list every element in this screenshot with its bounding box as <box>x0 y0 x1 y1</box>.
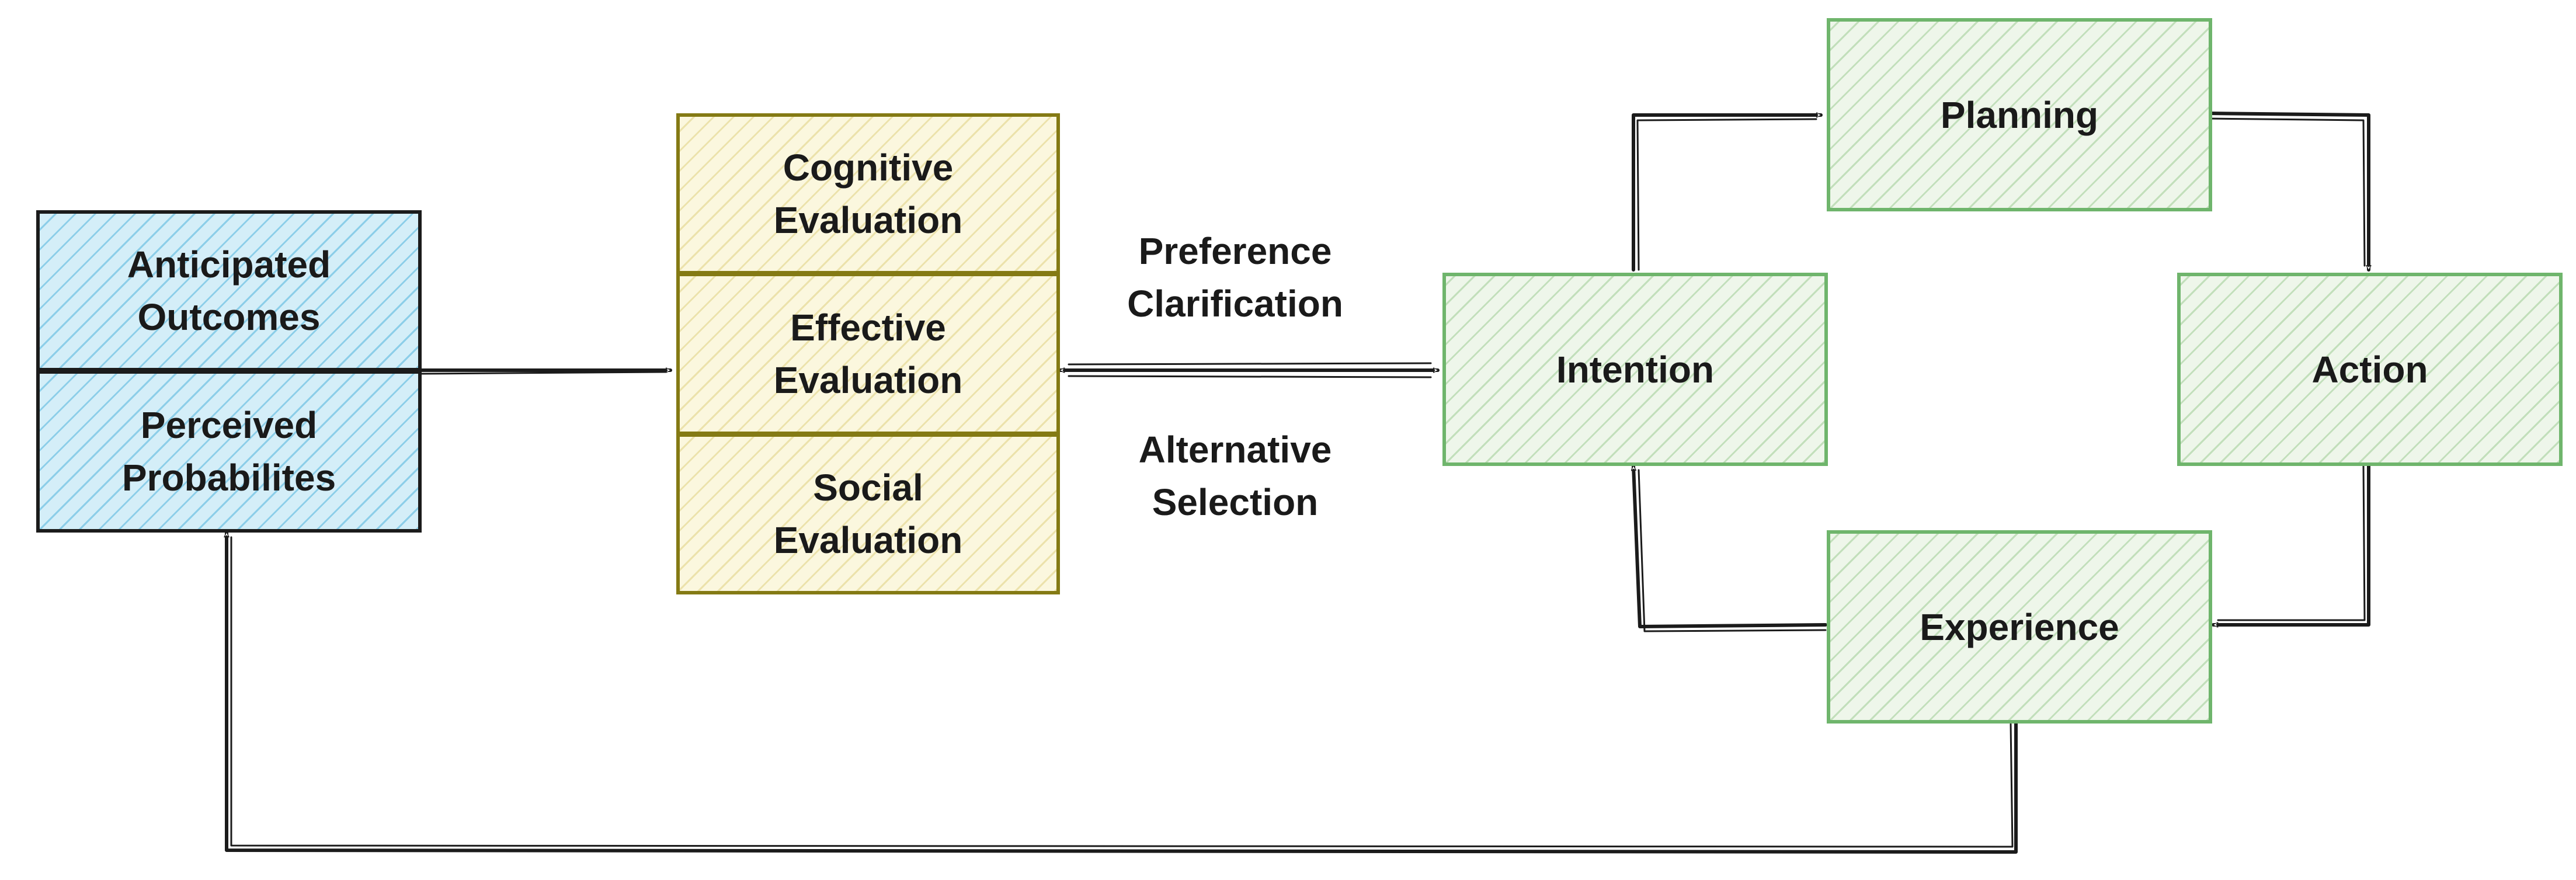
effective-evaluation-label: Effective Evaluation <box>773 307 963 401</box>
preference-clarification-text: Preference Clarification <box>1127 230 1343 325</box>
cognitive-evaluation-box: Cognitive Evaluation <box>676 113 1060 274</box>
arrow-intention-to-planning <box>1632 115 1823 272</box>
anticipated-outcomes-label: Anticipated Outcomes <box>127 244 331 338</box>
alternative-selection-label: Alternative Selection <box>1069 420 1402 531</box>
planning-box: Planning <box>1827 18 2212 211</box>
experience-label: Experience <box>1920 606 2119 648</box>
arrow-action-to-experience <box>2212 464 2370 625</box>
effective-evaluation-box: Effective Evaluation <box>676 273 1060 435</box>
experience-box: Experience <box>1827 530 2212 724</box>
intention-box: Intention <box>1442 273 1828 466</box>
intention-label: Intention <box>1556 348 1715 391</box>
alternative-selection-text: Alternative Selection <box>1138 429 1332 523</box>
preference-clarification-label: Preference Clarification <box>1069 222 1402 333</box>
planning-label: Planning <box>1940 93 2099 136</box>
perceived-probabilities-box: Perceived Probabilites <box>36 370 422 533</box>
action-box: Action <box>2177 273 2563 466</box>
arrow-planning-to-action <box>2206 112 2369 272</box>
social-evaluation-label: Social Evaluation <box>773 467 963 561</box>
action-label: Action <box>2311 348 2428 391</box>
arrow-experience-to-probabilities <box>227 531 2018 854</box>
arrow-experience-to-intention <box>1633 464 1827 628</box>
social-evaluation-box: Social Evaluation <box>676 433 1060 594</box>
cognitive-evaluation-label: Cognitive Evaluation <box>773 147 963 241</box>
anticipated-outcomes-box: Anticipated Outcomes <box>36 210 422 371</box>
perceived-probabilities-label: Perceived Probabilites <box>121 404 336 499</box>
